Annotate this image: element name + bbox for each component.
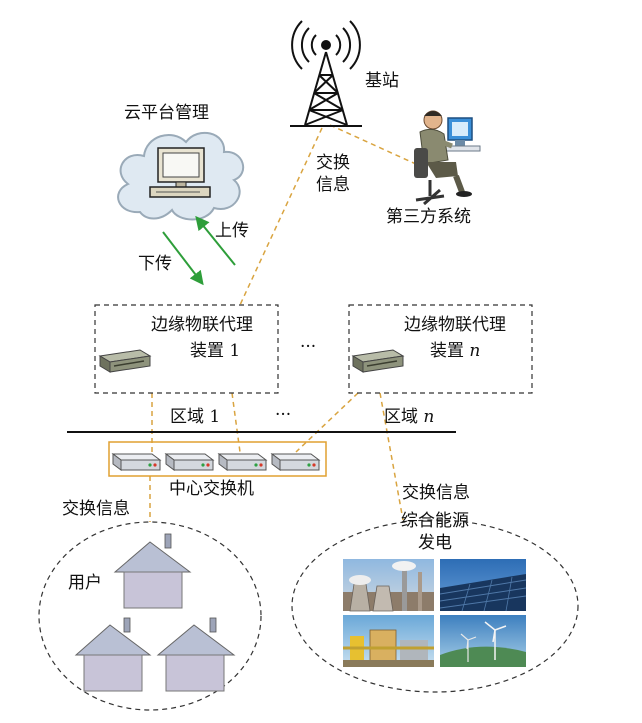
switch-unit-4-icon <box>272 454 319 470</box>
third-party-system-label: 第三方系统 <box>386 208 471 228</box>
cloud-platform-label: 云平台管理 <box>124 104 209 124</box>
exchange-info-top-line2: 信息 <box>316 176 350 196</box>
computer-icon <box>150 148 210 197</box>
upload-label: 上传 <box>215 222 249 242</box>
edge-proxy-1-prefix: 装置 <box>190 341 229 361</box>
exchange-info-left-label: 交换信息 <box>62 500 130 520</box>
switch-unit-1-icon <box>113 454 160 470</box>
exchange-info-right-label: 交换信息 <box>402 484 470 504</box>
region-ellipsis: ··· <box>275 406 291 426</box>
proxy-ellipsis: ··· <box>300 338 316 358</box>
edge-proxy-n-index: n <box>469 341 480 361</box>
edge-proxy-1-index: 1 <box>229 341 240 361</box>
edge-device-n-icon <box>353 350 403 372</box>
link-station-proxy-1 <box>240 128 322 305</box>
house-3-icon <box>158 618 234 691</box>
gas-plant-photo <box>343 615 434 667</box>
download-label: 下传 <box>138 255 172 275</box>
edge-proxy-1-subtitle: 装置 1 <box>190 342 240 362</box>
switch-unit-3-icon <box>219 454 266 470</box>
solar-panels-photo <box>440 559 526 611</box>
edge-proxy-n-title: 边缘物联代理 <box>404 316 506 336</box>
link-proxyn-switch <box>296 393 358 452</box>
switch-unit-2-icon <box>166 454 213 470</box>
house-2-icon <box>76 618 150 691</box>
edge-device-1-icon <box>100 350 150 372</box>
cloud-platform <box>118 133 243 220</box>
edge-proxy-1-title: 边缘物联代理 <box>151 316 253 336</box>
energy-generation-label-line2: 发电 <box>380 534 490 554</box>
third-party-operator-icon <box>414 111 480 204</box>
region-1-prefix: 区域 <box>170 407 209 427</box>
edge-proxy-n-subtitle: 装置 n <box>430 342 480 362</box>
thermal-power-photo <box>343 559 434 611</box>
edge-proxy-n-prefix: 装置 <box>430 341 469 361</box>
region-1-index: 1 <box>209 407 220 427</box>
wind-turbines-photo <box>440 615 526 667</box>
users-label: 用户 <box>68 574 102 594</box>
exchange-info-top-line1: 交换 <box>316 154 350 174</box>
base-station-label: 基站 <box>365 72 399 92</box>
house-1-icon <box>115 534 190 608</box>
link-proxy1-region1-right <box>232 393 240 452</box>
region-n-prefix: 区域 <box>384 407 423 427</box>
region-n-index: n <box>423 407 434 427</box>
region-1-label: 区域 1 <box>170 408 220 428</box>
central-switch-label: 中心交换机 <box>169 480 254 500</box>
base-station-tower-icon <box>290 21 362 126</box>
energy-generation-label-line1: 综合能源 <box>380 512 490 532</box>
region-n-label: 区域 n <box>384 408 434 428</box>
